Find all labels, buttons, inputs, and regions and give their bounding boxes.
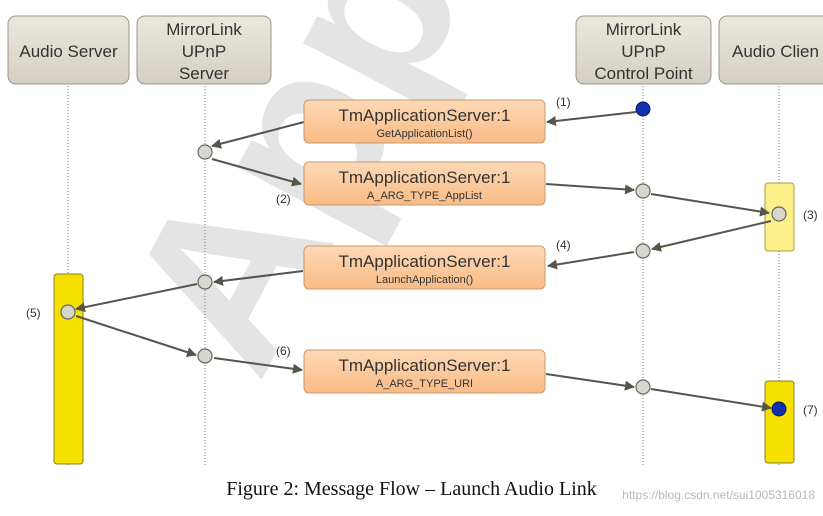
node-upnp-server-3: [197, 348, 213, 364]
step-label-1: (1): [556, 95, 571, 109]
lane-control-point: MirrorLink UPnP Control Point: [575, 15, 712, 85]
message-box-3: TmApplicationServer:1 LaunchApplication(…: [303, 245, 546, 290]
arrow-2b: [545, 183, 635, 195]
message-title-2: TmApplicationServer:1: [339, 168, 511, 187]
arrow-2a: [211, 158, 302, 187]
step-label-6: (6): [276, 344, 291, 358]
node-control-point-2: [635, 243, 651, 259]
arrow-6b: [213, 357, 303, 374]
message-sub-1: GetApplicationList(): [377, 128, 473, 140]
lane-upnp-server-label-3: Server: [179, 64, 229, 83]
start-node: [635, 101, 651, 117]
node-audio-client-1: [771, 206, 787, 222]
arrow-4a: [651, 220, 772, 252]
step-label-4: (4): [556, 238, 571, 252]
arrow-6c: [545, 373, 635, 391]
message-box-1: TmApplicationServer:1 GetApplicationList…: [303, 99, 546, 144]
lane-control-point-label-3: Control Point: [594, 64, 693, 83]
arrow-2c: [650, 193, 770, 217]
end-node: [771, 401, 787, 417]
arrow-6d: [650, 388, 772, 412]
activation-audio-client-2: [764, 380, 795, 464]
message-title-3: TmApplicationServer:1: [339, 252, 511, 271]
lane-control-point-label-1: MirrorLink: [606, 20, 682, 39]
arrow-4b: [547, 251, 635, 270]
node-upnp-server-1: [197, 144, 213, 160]
lane-upnp-server: MirrorLink UPnP Server: [136, 15, 272, 85]
step-label-7: (7): [803, 403, 818, 417]
node-upnp-server-2: [197, 274, 213, 290]
step-label-5: (5): [26, 306, 41, 320]
arrow-1a: [546, 111, 637, 126]
arrow-4c: [213, 270, 304, 286]
node-audio-server-1: [60, 304, 76, 320]
lane-audio-server: Audio Server: [7, 15, 130, 85]
message-sub-2: A_ARG_TYPE_AppList: [367, 190, 482, 202]
arrow-1b: [211, 121, 305, 149]
message-box-4: TmApplicationServer:1 A_ARG_TYPE_URI: [303, 349, 546, 394]
site-watermark: https://blog.csdn.net/sui1005316018: [622, 488, 815, 502]
step-label-2: (2): [276, 192, 291, 206]
lane-audio-server-label: Audio Server: [19, 42, 118, 61]
arrow-6a: [75, 315, 197, 357]
message-box-2: TmApplicationServer:1 A_ARG_TYPE_AppList: [303, 161, 546, 206]
lane-control-point-label-2: UPnP: [621, 42, 665, 61]
arrow-4d: [75, 283, 198, 313]
lane-upnp-server-label-1: MirrorLink: [166, 20, 242, 39]
node-control-point-3: [635, 379, 651, 395]
message-sub-3: LaunchApplication(): [376, 274, 473, 286]
lane-audio-client-label: Audio Clien: [732, 42, 819, 61]
message-sub-4: A_ARG_TYPE_URI: [376, 378, 473, 390]
activation-audio-server: [53, 273, 84, 465]
message-title-4: TmApplicationServer:1: [339, 356, 511, 375]
lane-upnp-server-label-2: UPnP: [182, 42, 226, 61]
figure-caption: Figure 2: Message Flow – Launch Audio Li…: [226, 478, 597, 500]
step-label-3: (3): [803, 208, 818, 222]
message-title-1: TmApplicationServer:1: [339, 106, 511, 125]
node-control-point-1: [635, 183, 651, 199]
lane-audio-client: Audio Clien: [718, 15, 823, 85]
